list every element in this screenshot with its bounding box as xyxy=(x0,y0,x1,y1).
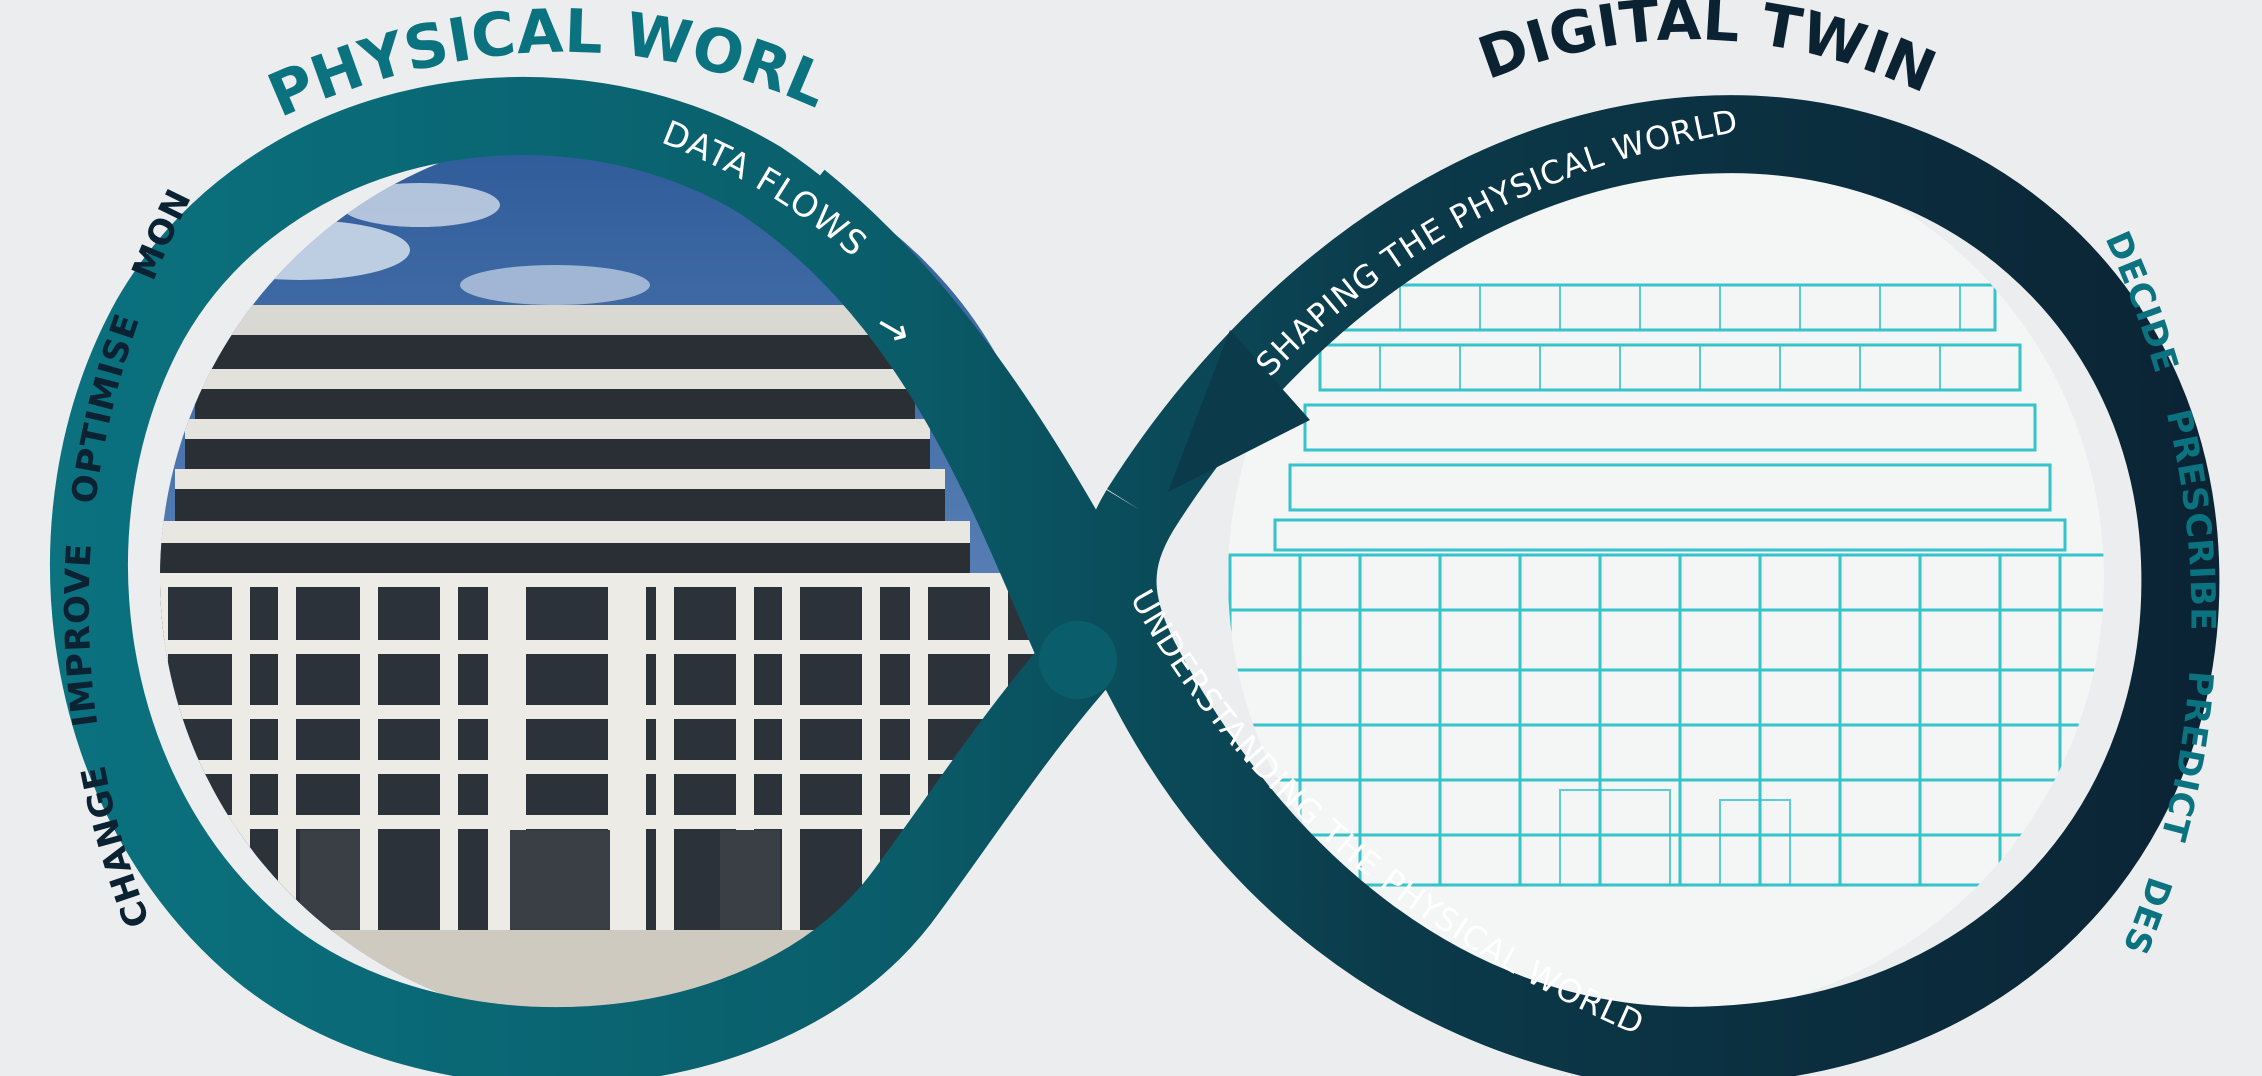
digital-twin-title: DIGITAL TWIN xyxy=(1470,0,1946,106)
verb-monitor: MONITOR xyxy=(0,0,200,286)
shaping-arrowhead-icon xyxy=(1168,330,1310,492)
physical-building-photo xyxy=(160,140,1056,1026)
infinity-band xyxy=(50,77,2220,1076)
svg-text:DIGITAL TWIN: DIGITAL TWIN xyxy=(1470,0,1946,106)
verb-improve: IMPROVE xyxy=(58,541,107,729)
